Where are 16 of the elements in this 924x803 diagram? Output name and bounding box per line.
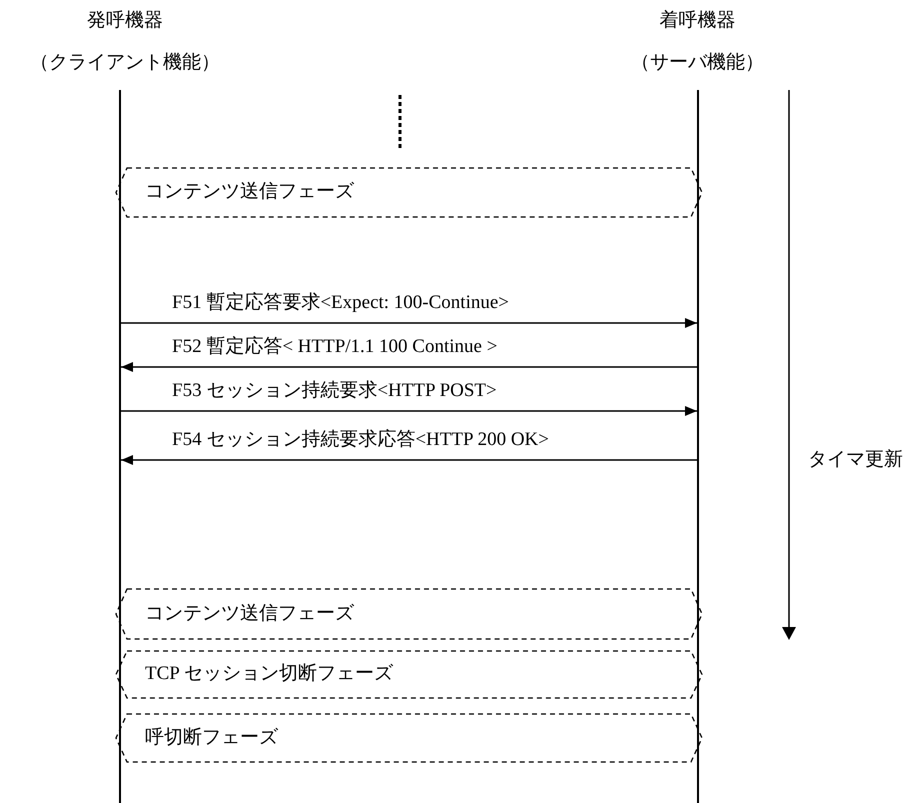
participant-label: 着呼機器 — [660, 8, 736, 33]
phase-label: コンテンツ送信フェーズ — [145, 602, 354, 626]
edge-label: F51 暫定応答要求<Expect: 100-Continue> — [172, 291, 510, 315]
lifeline — [119, 90, 121, 803]
lifeline — [697, 90, 699, 803]
phase-label: 呼切断フェーズ — [145, 726, 278, 750]
participant-label: （サーバ機能） — [631, 51, 764, 75]
message-arrow — [121, 362, 697, 372]
timer-label: タイマ更新 — [808, 448, 903, 472]
message-arrow — [121, 455, 697, 465]
message-arrow — [121, 318, 697, 328]
participant-label: 発呼機器 — [87, 9, 163, 33]
phase-label: TCP セッション切断フェーズ — [145, 662, 393, 686]
message-arrow — [121, 406, 697, 416]
participant-label: （クライアント機能） — [30, 51, 220, 75]
phase-label: コンテンツ送信フェーズ — [145, 180, 354, 204]
